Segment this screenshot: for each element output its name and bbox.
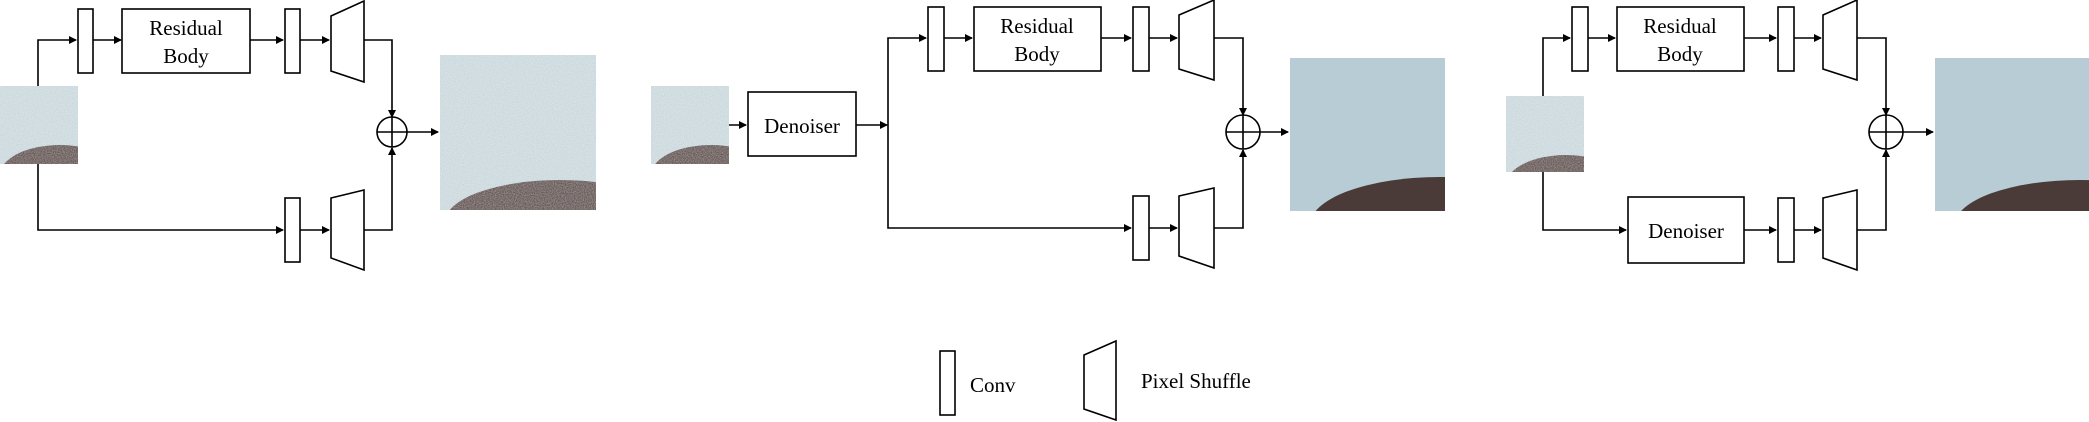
- residual-body-block: [121, 8, 251, 74]
- pixel-shuffle-block: [1178, 0, 1215, 82]
- circled-plus-icon: [1868, 114, 1904, 150]
- legend: Conv Pixel Shuffle: [939, 339, 1251, 422]
- conv-block: [1132, 6, 1150, 72]
- conv-block: [284, 8, 301, 74]
- noisy-input-image-2: [651, 86, 729, 164]
- output-image-2: [1290, 58, 1445, 211]
- legend-conv-symbol: [939, 350, 956, 416]
- conv-block: [1571, 6, 1589, 72]
- pixel-shuffle-block: [1178, 186, 1215, 270]
- residual-body-block: [973, 6, 1102, 72]
- panel-baseline: Residual Body: [0, 0, 596, 272]
- conv-block: [1132, 195, 1150, 261]
- pixel-shuffle-block: [330, 188, 365, 272]
- denoiser-block: [747, 91, 857, 157]
- residual-body-label-line2: Body: [163, 44, 209, 68]
- panel-denoise-branch: Residual Body Denoiser: [1506, 0, 2089, 272]
- residual-body-label-line2: Body: [1014, 42, 1060, 66]
- residual-body-label-line1: Residual: [1643, 14, 1717, 38]
- pixel-shuffle-block: [1822, 188, 1858, 272]
- conv-block: [1777, 6, 1795, 72]
- legend-pixel-shuffle-symbol: [1083, 339, 1117, 422]
- conv-block: [284, 197, 301, 263]
- residual-body-label-line2: Body: [1657, 42, 1703, 66]
- legend-conv-label: Conv: [970, 373, 1016, 397]
- circled-plus-icon: [376, 116, 408, 148]
- conv-block: [1777, 197, 1795, 263]
- circled-plus-icon: [1225, 114, 1261, 150]
- conv-block: [927, 6, 945, 72]
- denoiser-label: Denoiser: [1648, 219, 1724, 243]
- noisy-input-image-3: [1506, 96, 1584, 172]
- residual-body-label-line1: Residual: [149, 16, 223, 40]
- denoiser-label: Denoiser: [764, 114, 840, 138]
- output-image-3: [1935, 58, 2089, 211]
- noisy-input-image-1: [0, 86, 78, 164]
- residual-body-block: [1616, 6, 1745, 72]
- output-image-1: [440, 55, 596, 210]
- legend-pixel-shuffle-label: Pixel Shuffle: [1141, 369, 1251, 393]
- pixel-shuffle-block: [1822, 0, 1858, 82]
- panel-denoise-first: Denoiser Residual Body: [651, 0, 1445, 270]
- pixel-shuffle-block: [330, 0, 365, 84]
- denoiser-block: [1627, 196, 1745, 264]
- residual-body-label-line1: Residual: [1000, 14, 1074, 38]
- conv-block: [77, 8, 94, 74]
